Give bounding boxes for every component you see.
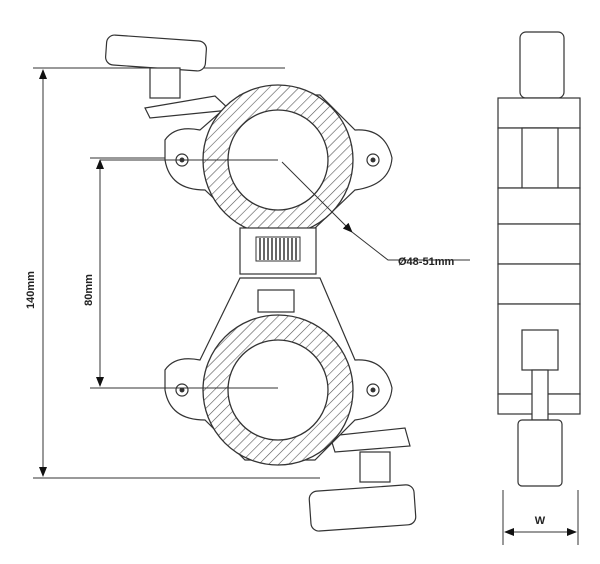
overall-height-label: 140mm: [25, 271, 37, 309]
diameter-leader: [281, 161, 470, 261]
connector: [239, 227, 317, 275]
tube-spacing-label: 80mm: [83, 274, 95, 306]
bottom-knob: [308, 427, 417, 532]
width-label: W: [535, 515, 546, 527]
top-knob: [105, 34, 232, 119]
tube-diameter-label: Ø48-51mm: [398, 256, 454, 268]
lower-clamp: [164, 277, 393, 466]
side-view: [497, 31, 581, 545]
